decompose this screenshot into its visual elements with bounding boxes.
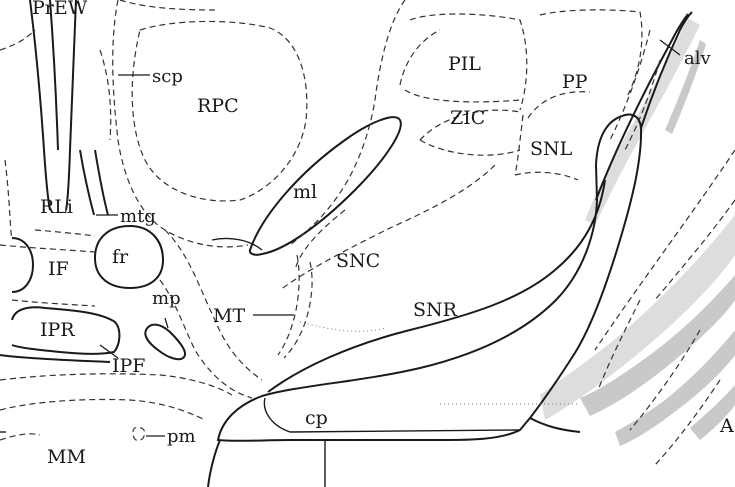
label-snl: SNL	[530, 138, 573, 160]
label-pp: PP	[562, 71, 588, 93]
label-if: IF	[48, 258, 69, 280]
label-pil: PIL	[448, 53, 481, 75]
faint-lines	[0, 238, 580, 487]
label-scp: scp	[152, 66, 183, 87]
label-mt: MT	[213, 305, 245, 327]
label-ipf: IPF	[112, 355, 145, 377]
region-labels: PrEW scp RPC PIL PP alv ZIC SNL ml RLi m…	[32, 0, 734, 468]
solid-boundaries	[0, 0, 692, 487]
label-zic: ZIC	[450, 107, 485, 129]
label-snc: SNC	[336, 250, 380, 272]
label-fr: fr	[112, 246, 129, 268]
fr-outline	[95, 226, 163, 288]
label-alv: alv	[684, 48, 711, 69]
label-snr: SNR	[413, 299, 458, 321]
label-mm: MM	[47, 446, 86, 468]
label-a: A	[719, 415, 734, 437]
label-rli: RLi	[40, 196, 73, 218]
label-ipr: IPR	[40, 319, 75, 341]
label-cp: cp	[305, 407, 328, 429]
label-pm: pm	[167, 426, 196, 447]
label-mp: mp	[152, 288, 181, 309]
label-mtg: mtg	[120, 206, 156, 227]
ml-outline	[250, 117, 401, 255]
label-rpc: RPC	[197, 95, 239, 117]
label-prew: PrEW	[32, 0, 88, 19]
label-ml: ml	[293, 181, 317, 203]
